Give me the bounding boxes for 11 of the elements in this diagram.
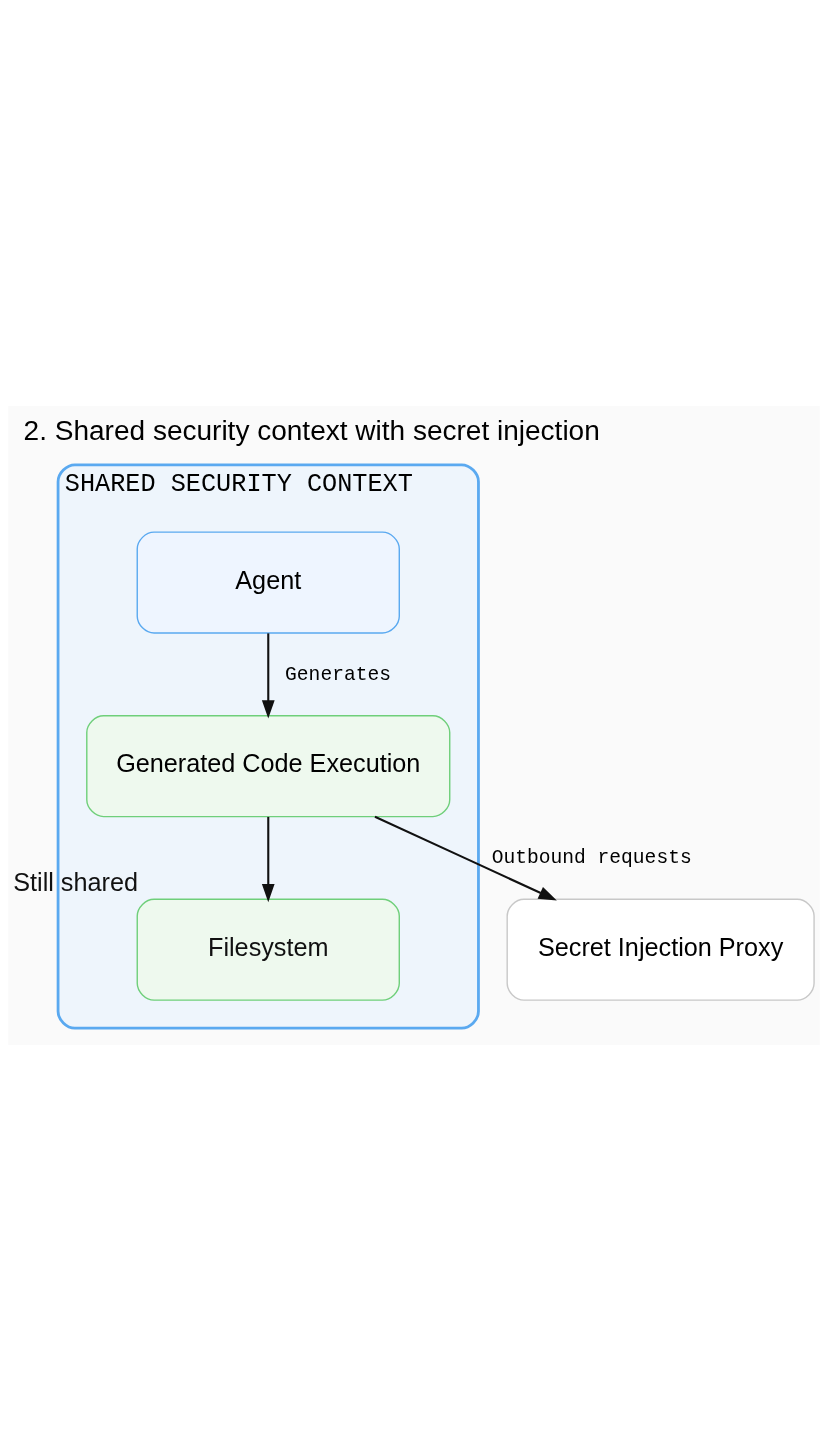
node-box: Filesystem <box>136 898 400 1001</box>
edge-label: Generates <box>285 663 392 686</box>
arrow <box>261 816 275 902</box>
node-box: Agent <box>136 530 400 634</box>
arrow <box>261 632 275 719</box>
node-box: Secret Injection Proxy <box>506 898 815 1001</box>
edge-label: Outbound requests <box>491 846 692 869</box>
diagram-title: 2. Shared security context with secret injection <box>23 414 600 446</box>
arrow <box>374 815 557 900</box>
node-box: Generated Code Execution <box>86 714 451 817</box>
node-label: Still shared <box>13 867 138 896</box>
